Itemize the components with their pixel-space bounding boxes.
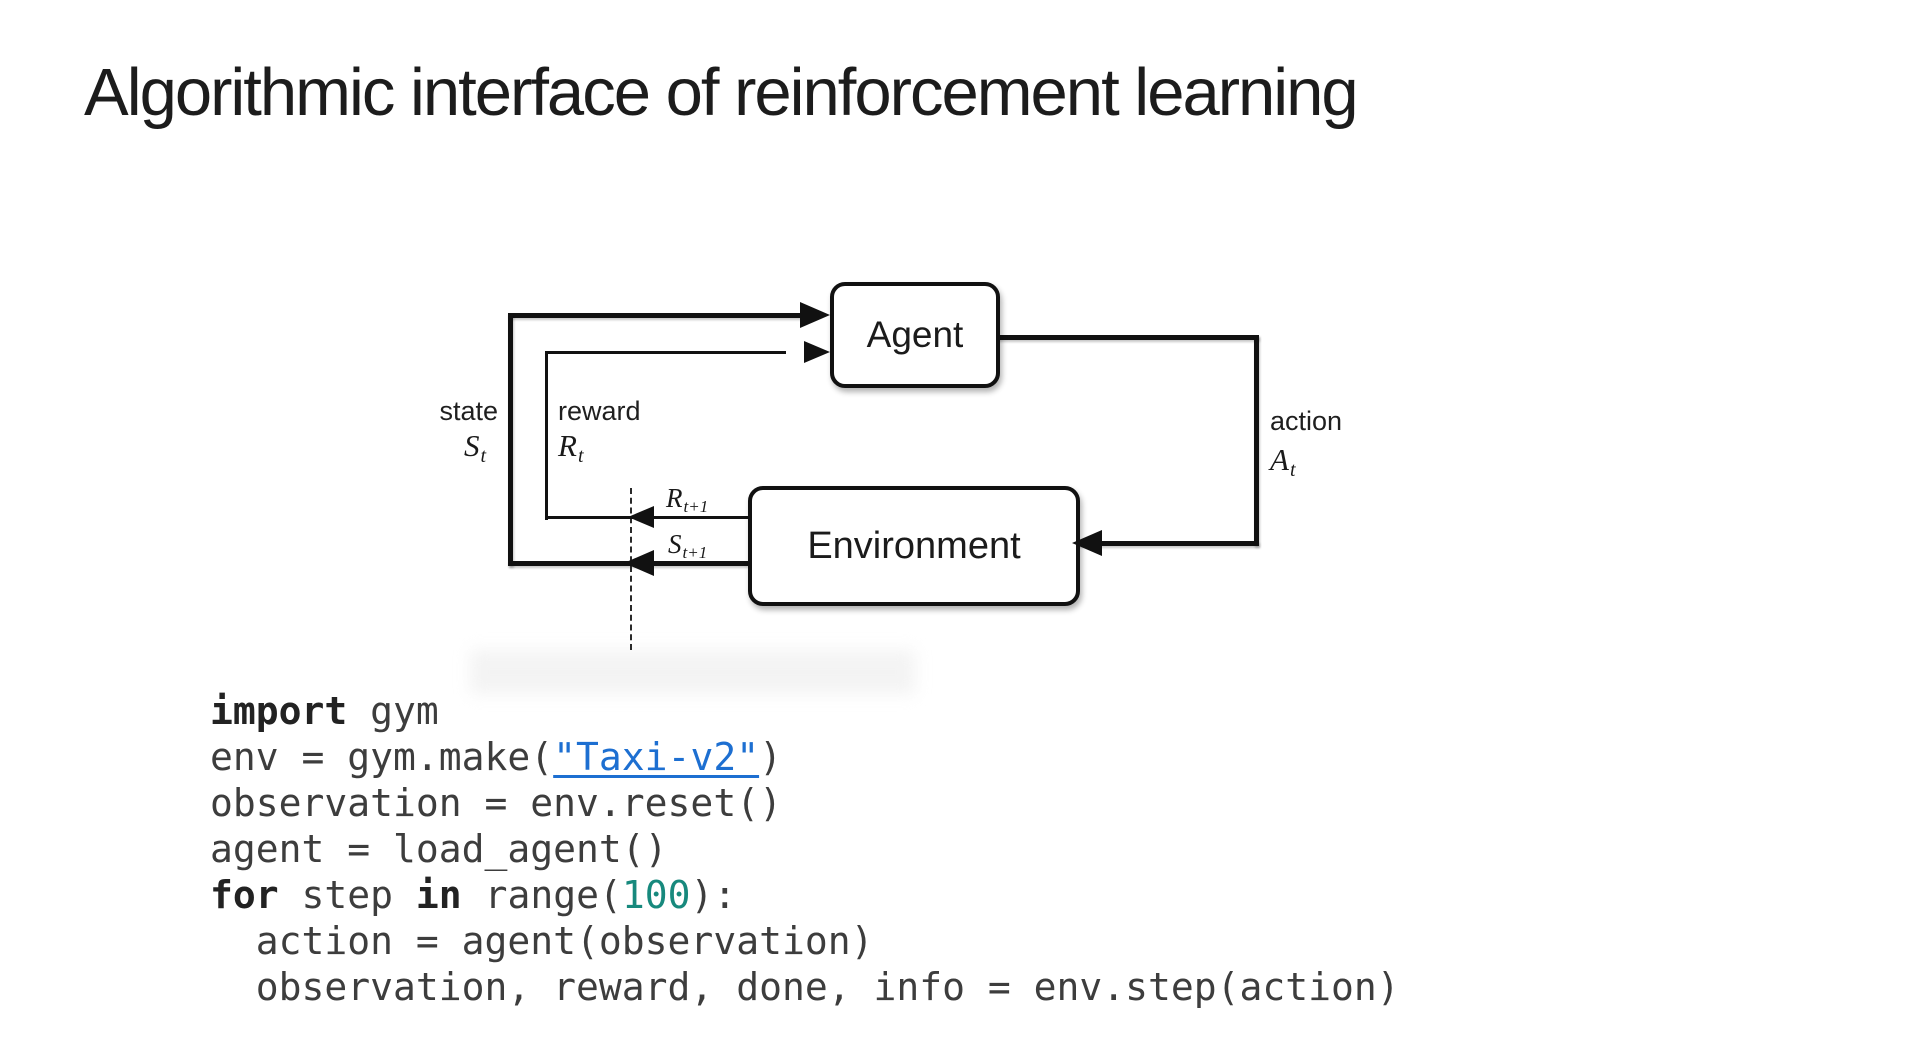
code-token: range(	[461, 873, 622, 917]
code-token: import	[210, 689, 348, 733]
action-arrowhead-icon	[1072, 530, 1102, 556]
code-token: env = gym.make(	[210, 735, 554, 779]
code-token: )	[759, 735, 782, 779]
code-token: observation, reward, done, info = env.st…	[210, 965, 1400, 1009]
code-token: agent = load_agent()	[210, 827, 668, 871]
next-state-symbol: St+1	[668, 529, 708, 562]
code-line: import gym	[210, 688, 1400, 734]
state-arrowhead-icon	[800, 302, 830, 328]
code-line: for step in range(100):	[210, 872, 1400, 918]
code-token: 100	[621, 873, 691, 917]
next-reward-symbol: Rt+1	[666, 483, 709, 516]
action-line-top	[992, 335, 1259, 340]
code-line: observation, reward, done, info = env.st…	[210, 964, 1400, 1010]
state-line-top	[508, 313, 808, 318]
pasted-image-edge	[470, 650, 915, 694]
code-token: step	[278, 873, 416, 917]
agent-label: Agent	[866, 314, 964, 355]
reward-symbol: Rt	[558, 428, 584, 467]
next-reward-arrowhead-icon	[628, 506, 654, 528]
code-line: observation = env.reset()	[210, 780, 1400, 826]
code-token: gym	[347, 689, 439, 733]
code-token: observation = env.reset()	[210, 781, 782, 825]
page-title: Algorithmic interface of reinforcement l…	[84, 55, 1359, 130]
reward-line-top	[545, 351, 786, 354]
code-token: action = agent(observation)	[210, 919, 874, 963]
action-symbol: At	[1270, 442, 1296, 481]
rl-loop-diagram: Agent Environment state St reward Rt act…	[400, 200, 1400, 660]
code-line: agent = load_agent()	[210, 826, 1400, 872]
action-line-right	[1254, 335, 1259, 546]
code-line: env = gym.make("Taxi-v2")	[210, 734, 1400, 780]
code-token: ):	[690, 873, 737, 917]
next-state-arrowhead-icon	[624, 550, 654, 576]
state-line-left	[508, 313, 513, 566]
code-token: in	[415, 873, 462, 917]
taxi-v2-link[interactable]: "Taxi-v2"	[553, 735, 760, 779]
code-line: action = agent(observation)	[210, 918, 1400, 964]
reward-arrowhead-icon	[804, 341, 830, 363]
action-line-bottom	[1072, 541, 1259, 546]
agent-box: Agent	[830, 282, 1000, 388]
action-label: action	[1270, 406, 1343, 436]
reward-label: reward	[558, 396, 641, 426]
reward-line-left	[545, 351, 548, 520]
code-token: for	[210, 873, 279, 917]
environment-box: Environment	[748, 486, 1080, 606]
environment-label: Environment	[807, 524, 1021, 567]
state-symbol: St	[463, 428, 486, 467]
state-label: state	[439, 396, 498, 426]
